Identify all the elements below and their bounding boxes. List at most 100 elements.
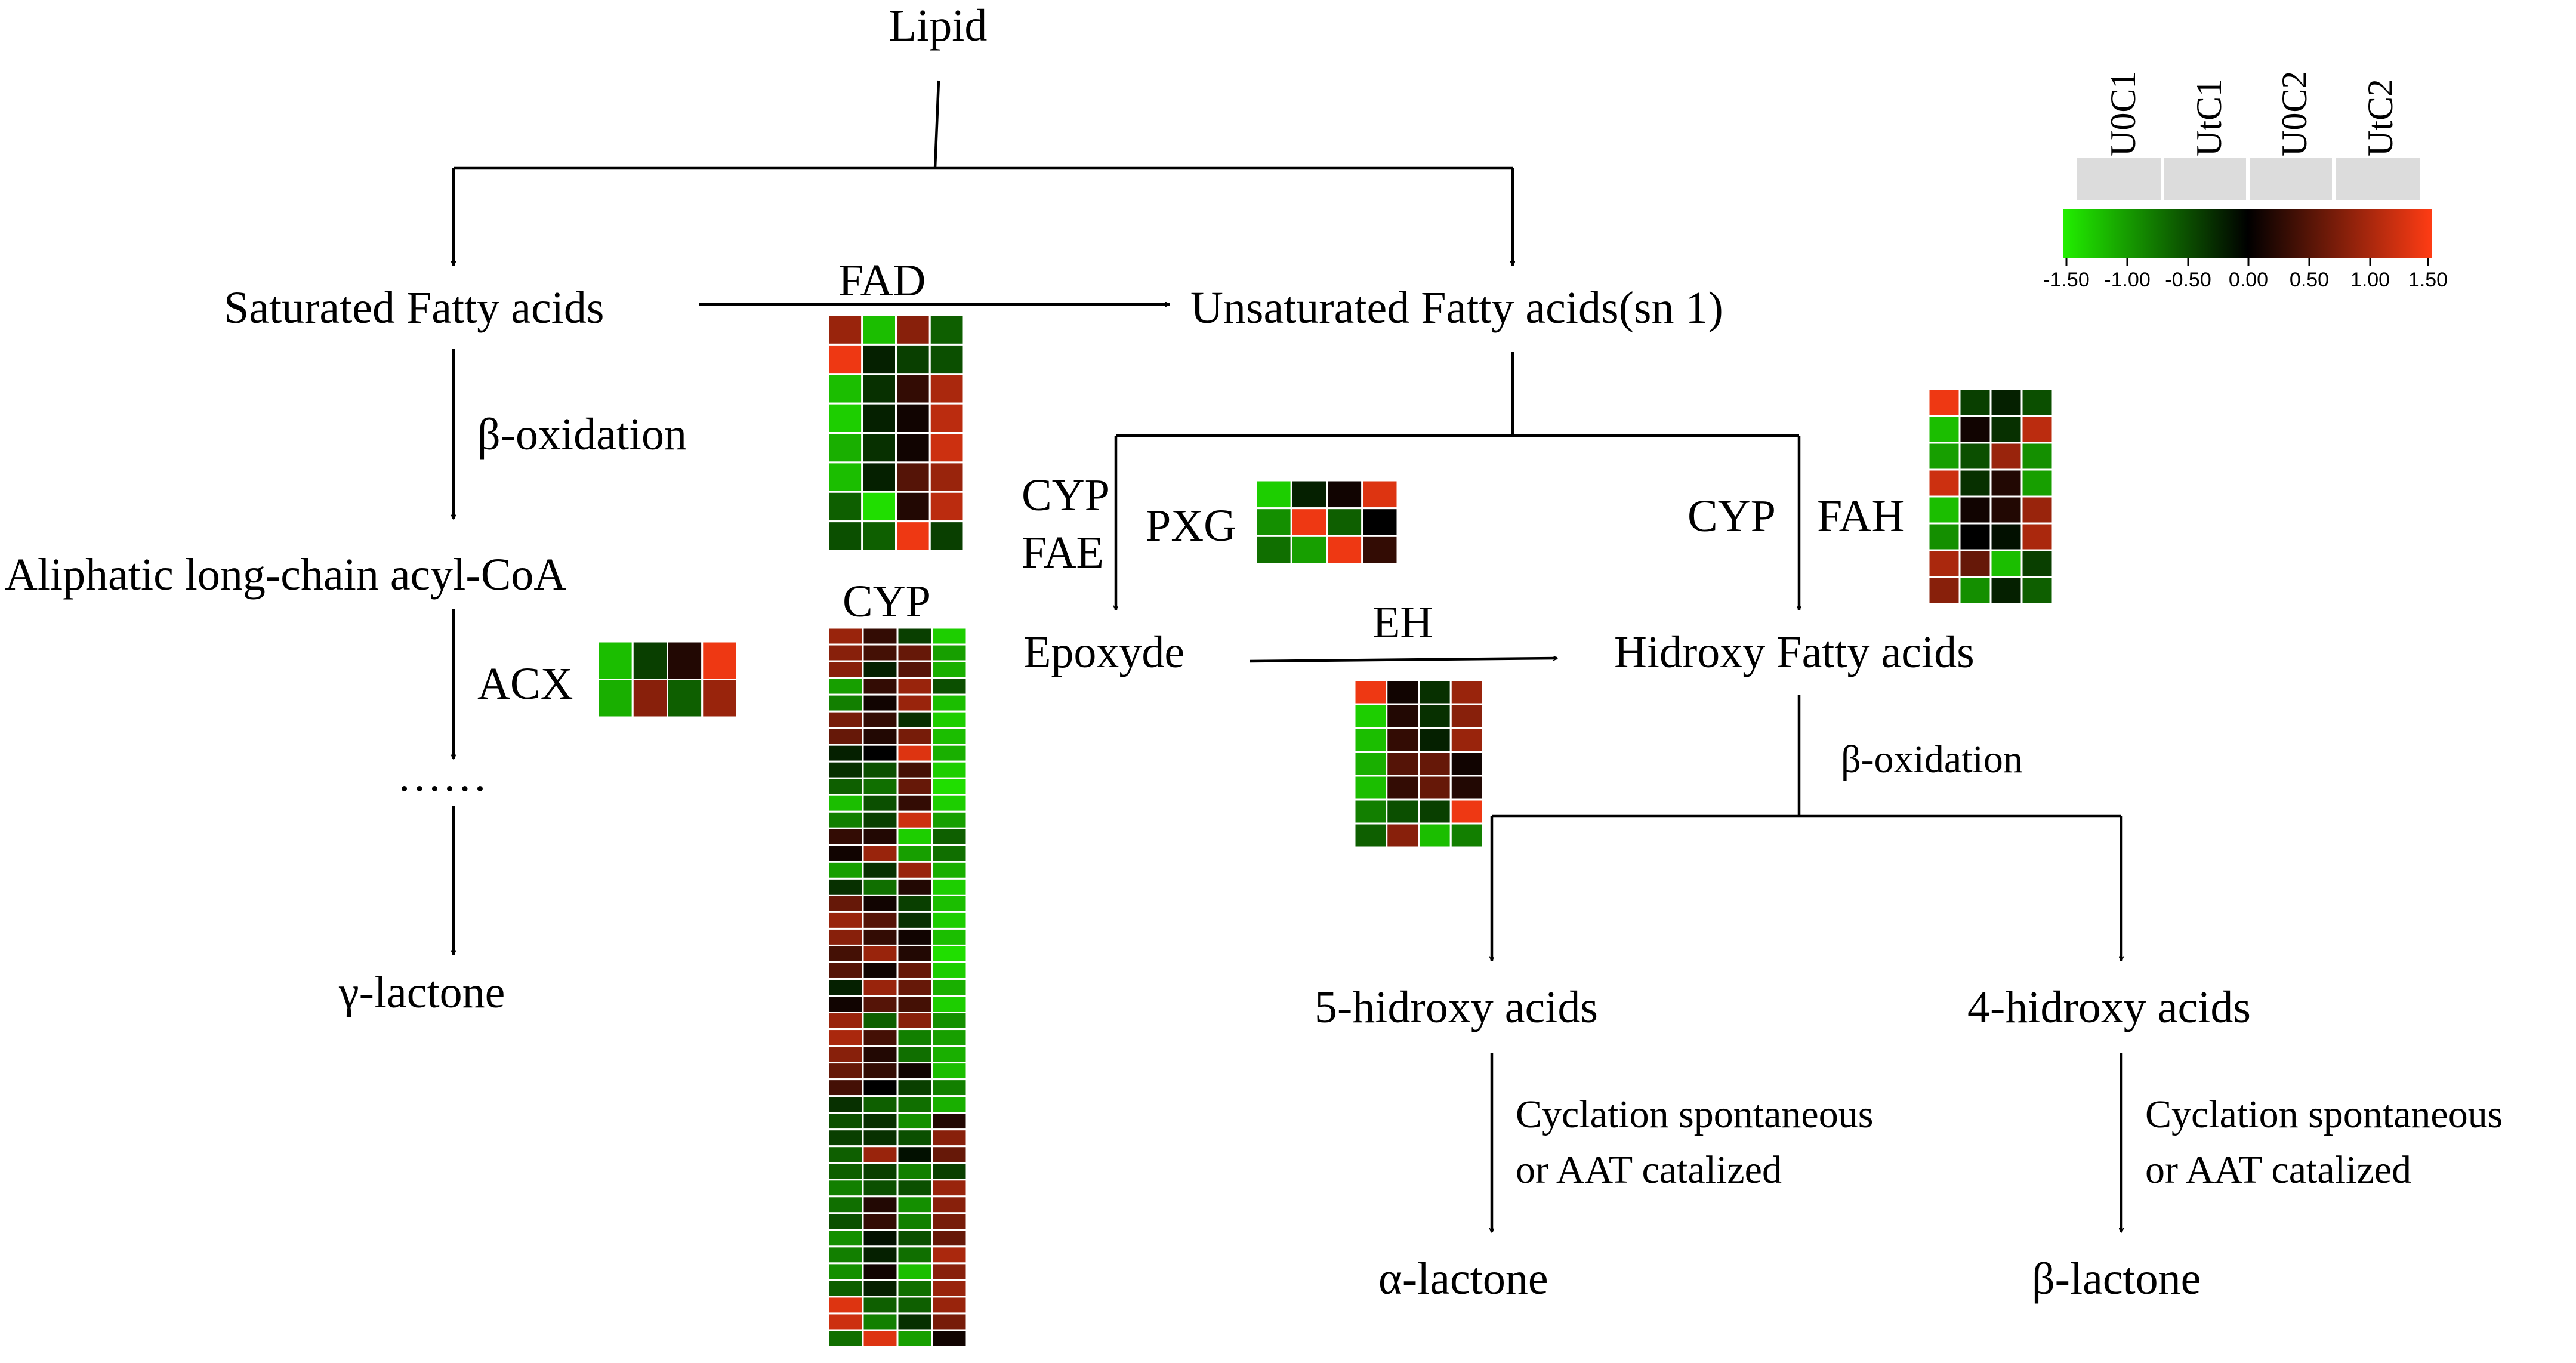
- heatmap-cell: [896, 1145, 933, 1164]
- heatmap-cell: [931, 1262, 968, 1281]
- node-epoxyde: Epoxyde: [1023, 627, 1185, 677]
- heatmap-cell: [827, 861, 864, 880]
- heatmap-cell: [1958, 388, 1992, 417]
- heatmap-cell: [896, 760, 933, 779]
- heatmap-cell: [931, 1329, 968, 1348]
- heatmap-cell: [862, 1195, 899, 1214]
- heatmap-cell: [931, 677, 968, 696]
- heatmap-cell: [895, 432, 931, 464]
- heatmap-cell: [827, 1062, 864, 1081]
- heatmap-cell: [895, 491, 931, 523]
- heatmap-cell: [896, 1045, 933, 1064]
- heatmap-cell: [862, 693, 899, 713]
- heatmap-cell: [1386, 679, 1420, 705]
- heatmap-cell: [896, 810, 933, 829]
- heatmap-cell: [862, 1045, 899, 1064]
- heatmap-cell: [827, 1078, 864, 1097]
- heatmap-cell: [896, 944, 933, 963]
- heatmap-cell: [827, 1162, 864, 1181]
- heatmap-cell: [896, 1128, 933, 1148]
- heatmap-cell: [862, 894, 899, 913]
- heatmap-cell: [1353, 775, 1388, 801]
- heatmap-cell: [928, 461, 965, 493]
- heatmap-cell: [896, 844, 933, 863]
- node-ellipsis: ……: [397, 751, 488, 801]
- heatmap-cell: [827, 693, 864, 713]
- heatmap-cell: [1361, 507, 1399, 537]
- heatmap-cell: [1958, 468, 1992, 498]
- heatmap-cell: [667, 640, 704, 680]
- heatmap-cell: [896, 727, 933, 746]
- label-cyp-left: CYP: [1022, 470, 1110, 520]
- heatmap-cell: [827, 927, 864, 946]
- label-fad: FAD: [838, 255, 926, 306]
- heatmap-cell: [862, 1312, 899, 1331]
- heatmap-cell: [931, 927, 968, 946]
- legend-tick-label: -0.50: [2165, 269, 2211, 291]
- heatmap-cell: [862, 861, 899, 880]
- heatmap-cell: [1449, 679, 1484, 705]
- heatmap-cell: [827, 461, 863, 493]
- legend-tick-label: 0.00: [2228, 269, 2269, 291]
- heatmap-cell: [931, 1078, 968, 1097]
- heatmap-cell: [896, 1112, 933, 1131]
- heatmap-cell: [861, 373, 897, 405]
- arrow-eh: [1250, 658, 1557, 663]
- legend-column-label: UtC2: [2361, 78, 2400, 156]
- heatmap-cell: [896, 1229, 933, 1248]
- heatmap-cell: [896, 861, 933, 880]
- heatmap-cell: [862, 877, 899, 896]
- connectors: [454, 80, 2121, 1232]
- heatmap-cell: [827, 777, 864, 796]
- heatmap-cell: [1418, 775, 1452, 801]
- label-beta-oxidation-left: β-oxidation: [477, 409, 687, 460]
- heatmap-cell: [1386, 727, 1420, 753]
- heatmap-cell: [896, 827, 933, 846]
- heatmap-cell: [862, 1262, 899, 1281]
- heatmap-cell: [931, 727, 968, 746]
- heatmap-cell: [896, 677, 933, 696]
- heatmap-cell: [896, 1329, 933, 1348]
- heatmap-cell: [896, 911, 933, 930]
- heatmap-cell: [827, 944, 864, 963]
- heatmap-cell: [1353, 727, 1388, 753]
- heatmaps: [597, 314, 2054, 1348]
- heatmap-cell: [862, 927, 899, 946]
- heatmap-cell: [862, 911, 899, 930]
- heatmap-cell: [896, 1279, 933, 1298]
- heatmap-cell: [928, 314, 965, 346]
- heatmap-cell: [1386, 703, 1420, 729]
- legend-column-label: UtC1: [2189, 78, 2229, 156]
- heatmap-cell: [895, 314, 931, 346]
- heatmap-cell: [701, 640, 738, 680]
- heatmap-cell: [896, 1245, 933, 1265]
- heatmap-cell: [631, 640, 668, 680]
- label-beta-oxidation-right: β-oxidation: [1841, 738, 2023, 781]
- legend-color-bar: [2063, 209, 2432, 258]
- heatmap-cell: [1449, 751, 1484, 777]
- heatmap-cell: [862, 1012, 899, 1031]
- heatmap-cell: [862, 660, 899, 679]
- heatmap-cell: [931, 760, 968, 779]
- label-fah: FAH: [1817, 491, 1905, 541]
- heatmap-cell: [861, 314, 897, 346]
- legend-tick-label: 0.50: [2289, 269, 2330, 291]
- heatmap-cell: [827, 1212, 864, 1231]
- heatmap-cell: [931, 1095, 968, 1114]
- node-gamma-lactone: γ-lactone: [339, 967, 505, 1017]
- heatmap-cell: [896, 1195, 933, 1214]
- heatmap-cell: [861, 343, 897, 375]
- heatmap-cell: [827, 1296, 864, 1315]
- heatmap-cell: [631, 679, 668, 718]
- legend-tick-label: -1.50: [2043, 269, 2090, 291]
- heatmap-cell: [1290, 535, 1328, 565]
- heatmap-cell: [896, 1078, 933, 1097]
- heatmap-cell: [862, 1128, 899, 1148]
- heatmap-cell: [1989, 495, 2023, 525]
- heatmap-cell: [2020, 522, 2054, 551]
- heatmap-cell: [1958, 442, 1992, 471]
- legend-tick-label: -1.00: [2104, 269, 2151, 291]
- heatmap-cell: [861, 461, 897, 493]
- heatmap-cell: [827, 343, 863, 375]
- heatmap-cell: [896, 627, 933, 646]
